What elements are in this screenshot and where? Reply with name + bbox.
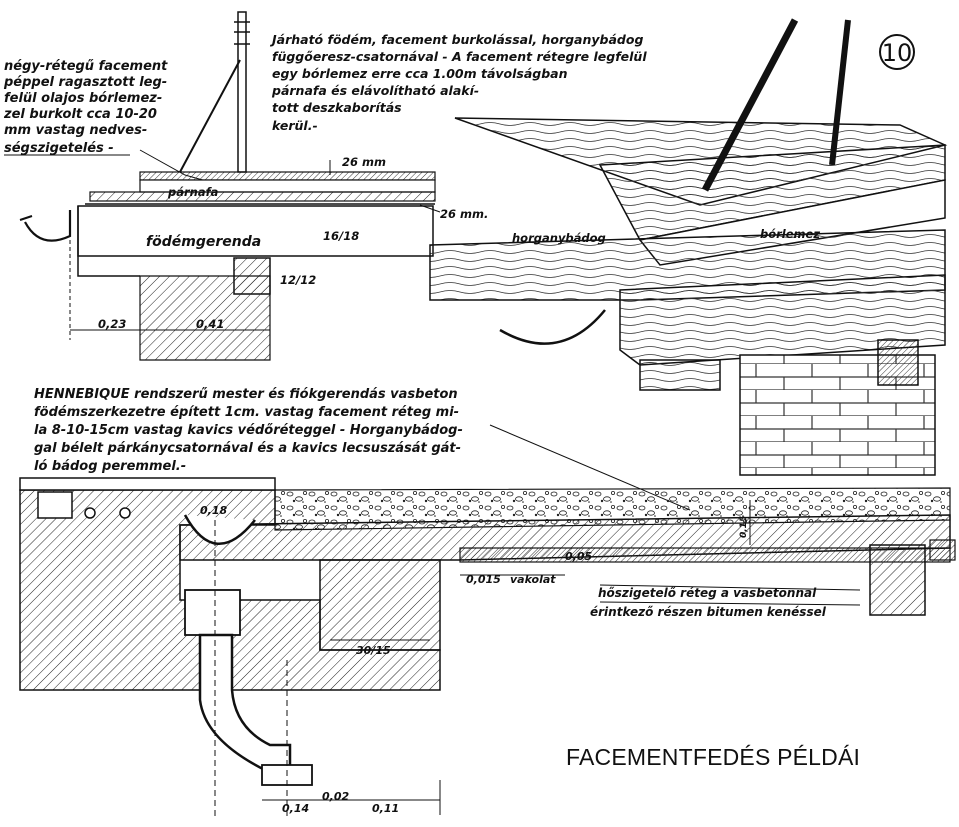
note-line: párnafa és elávolítható alakí-	[271, 83, 479, 98]
note-line: függőeresz-csatornával - A facement réte…	[272, 49, 647, 64]
label-dim-014: 0,14	[282, 802, 309, 815]
top-left-note: négy-rétegű facement péppel ragasztott l…	[3, 59, 239, 191]
slab-section	[19, 477, 956, 820]
note-line: felül olajos bórlemez-	[4, 91, 162, 106]
label-dim-015: 0,015	[466, 573, 501, 586]
label-insulation-2: érintkező részen bitumen kenéssel	[590, 605, 827, 619]
note-line: négy-rétegű facement	[4, 59, 168, 74]
isometric-labels: horganybádog bórlemez	[512, 227, 820, 245]
label-vakolat: vakolat	[510, 573, 556, 586]
note-line: kerül.-	[272, 118, 318, 133]
label-dim-3015: 30/15	[356, 644, 391, 657]
eaves-section	[19, 11, 441, 361]
label-dim-011: 0,11	[372, 802, 399, 815]
plate-number-badge: 10	[879, 34, 915, 70]
isometric-view	[429, 18, 948, 476]
label-beam-size: 16/18	[323, 229, 359, 243]
note-line: födémszerkezetre épített 1cm. vastag fac…	[34, 405, 459, 420]
note-line: gal bélelt párkánycsatornával és a kavic…	[34, 441, 461, 456]
note-line: tott deszkaborítás	[272, 100, 402, 115]
bottom-note: HENNEBIQUE rendszerű mester és fiókgeren…	[34, 387, 691, 511]
label-dim-26mm-b: 26 mm.	[440, 207, 488, 221]
note-line: mm vastag nedves-	[4, 123, 147, 138]
note-line: ló bádog peremmel.-	[34, 459, 186, 474]
label-borlemez: bórlemez	[760, 227, 820, 241]
slab-section-labels: 0,18 0,05 0,015 vakolat 30/15 0,14 0,02 …	[200, 504, 827, 815]
label-dim-005: 0,05	[565, 550, 592, 563]
note-line: péppel ragasztott leg-	[3, 75, 167, 90]
note-line: egy bórlemez erre cca 1.00m távolságban	[272, 66, 568, 81]
note-line: HENNEBIQUE rendszerű mester és fiókgeren…	[34, 387, 458, 402]
label-small-beam: 12/12	[280, 273, 316, 287]
top-right-note: Járható födém, facement burkolással, hor…	[269, 32, 647, 133]
label-dim-018: 0,18	[200, 504, 227, 517]
label-parnafa: párnafa	[167, 185, 219, 199]
label-dim-26mm-a: 26 mm	[342, 155, 386, 169]
label-dim-041: 0,41	[196, 317, 224, 331]
label-fodemgerenda: födémgerenda	[146, 234, 261, 250]
plate-number: 10	[882, 39, 913, 67]
label-dim-023: 0,23	[98, 317, 126, 331]
eaves-section-labels: párnafa födémgerenda 16/18 12/12 26 mm 2…	[98, 155, 488, 331]
note-line: zel burkolt cca 10-20	[3, 107, 157, 122]
label-dim-002: 0,02	[322, 790, 349, 803]
note-line: Járható födém, facement burkolással, hor…	[269, 32, 643, 47]
note-line: ségszigetelés -	[4, 141, 114, 156]
note-line: la 8-10-15cm vastag kavics védőréteggel …	[34, 423, 463, 438]
plate-caption: FACEMENTFEDÉS PÉLDÁI	[566, 744, 861, 770]
label-vertical-dim: 0,15	[739, 516, 749, 538]
label-insulation-1: hőszigetelő réteg a vasbetonnal	[598, 586, 817, 600]
label-horganybadog: horganybádog	[512, 231, 606, 245]
